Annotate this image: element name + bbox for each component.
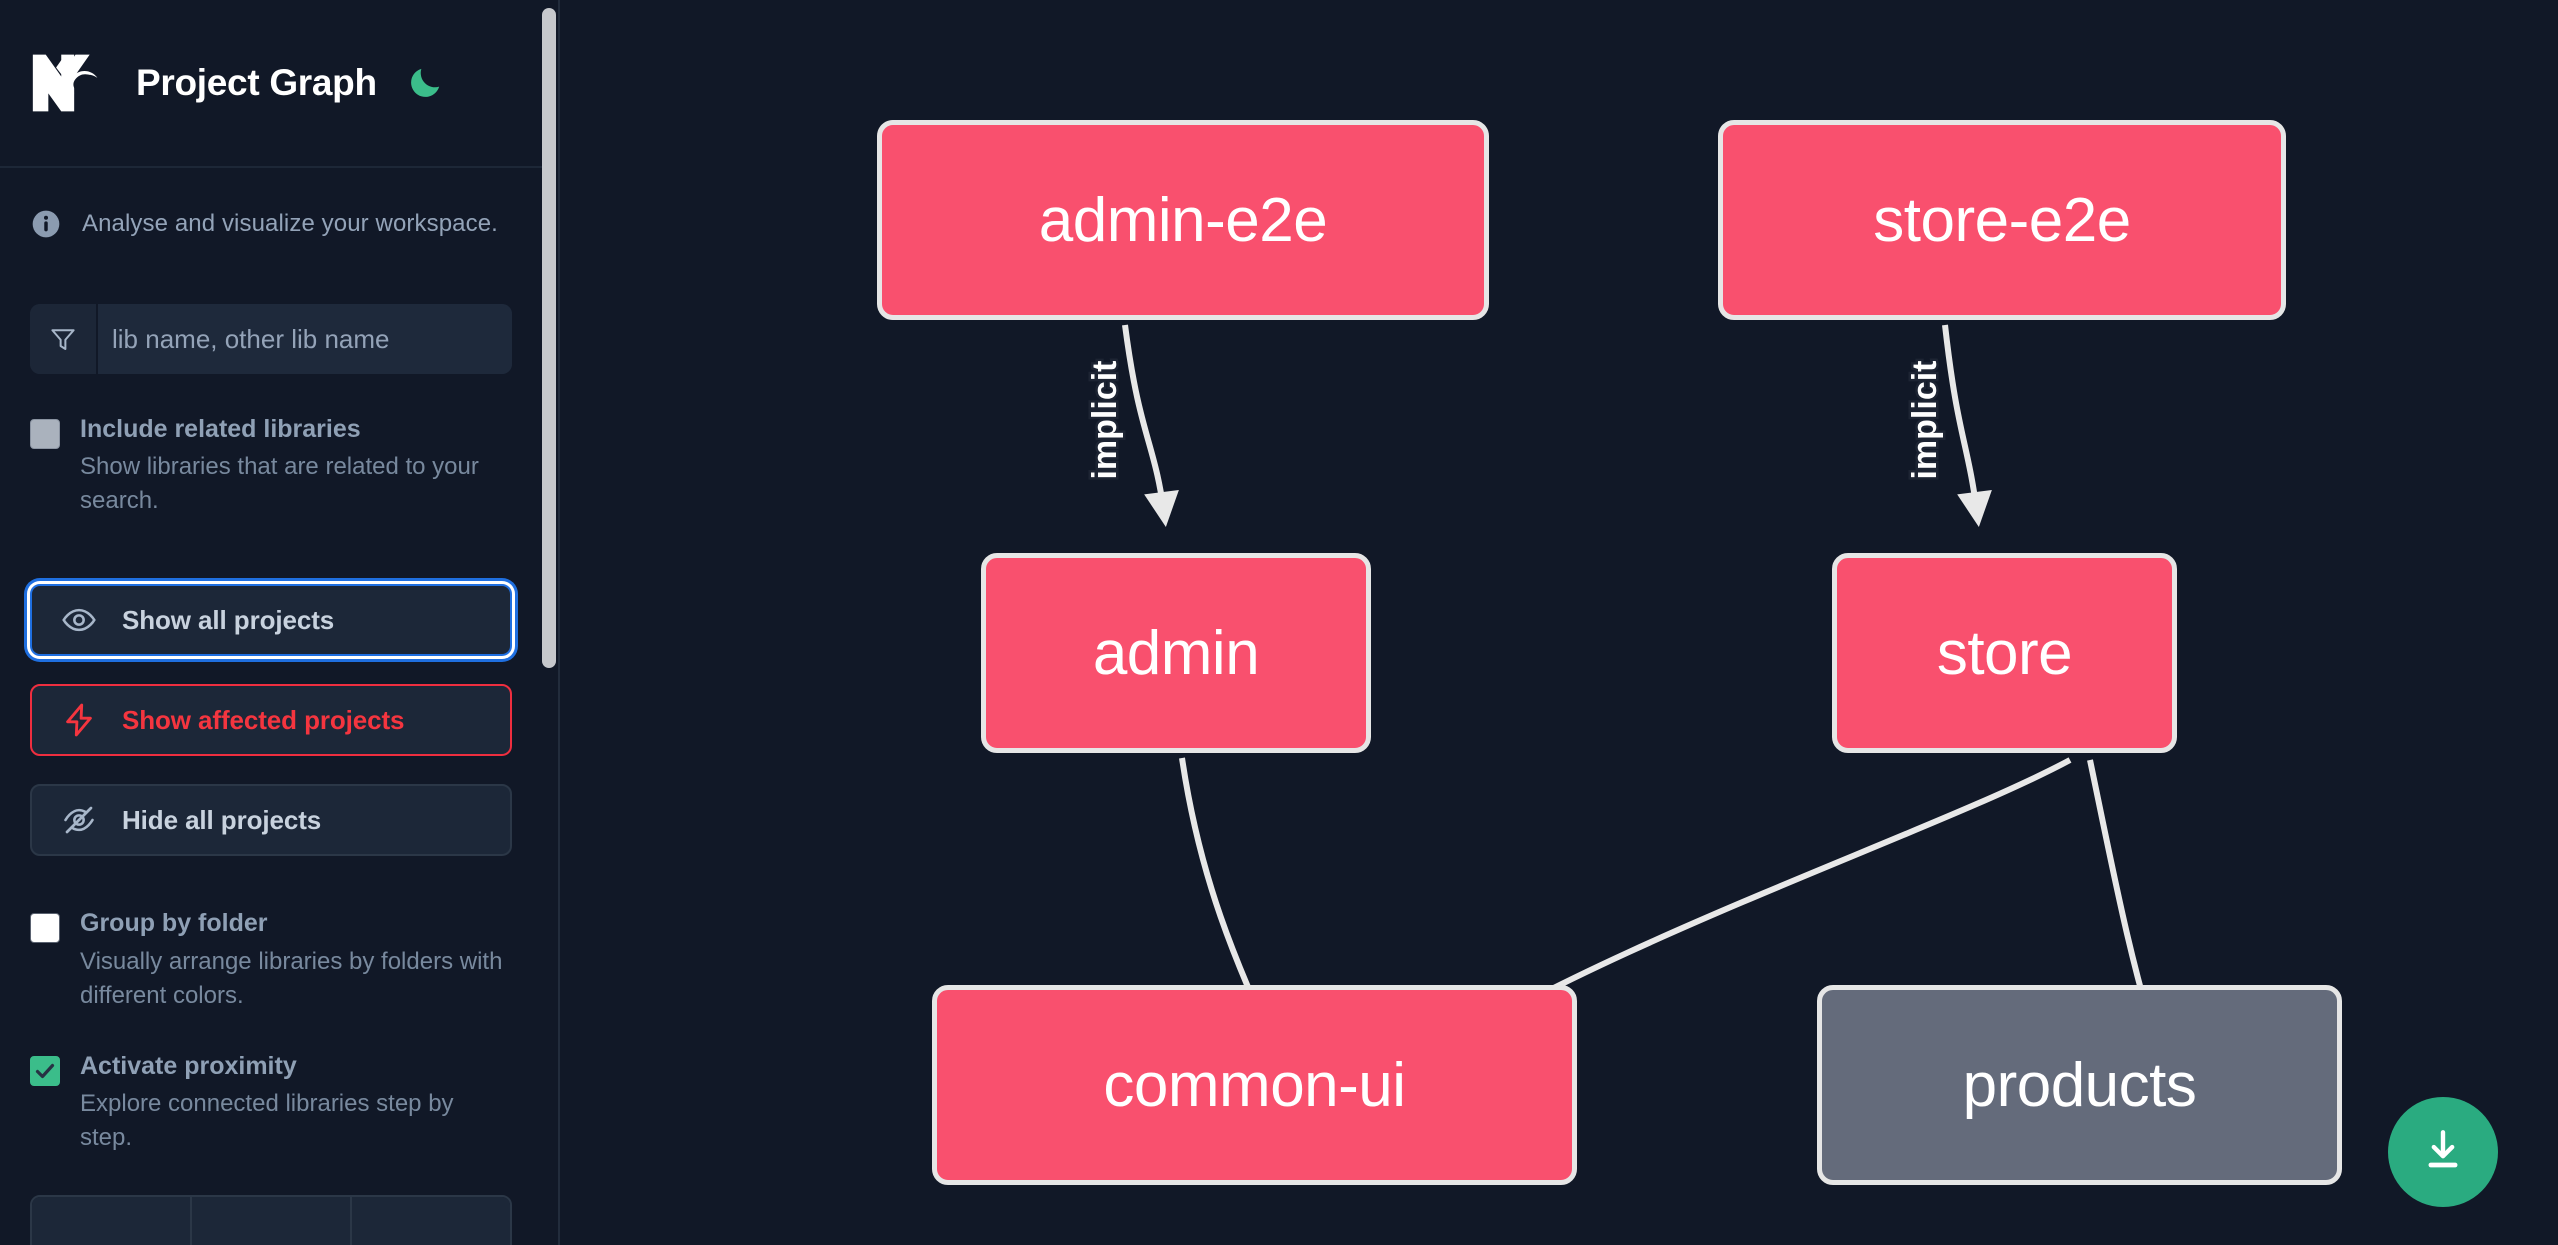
node-label: store [1936,618,2073,688]
show-all-projects-button[interactable]: Show all projects [30,584,512,657]
node-label: admin-e2e [1038,185,1328,255]
edge-admin-e2e-to-admin [1122,324,1179,527]
edge-store-e2e-to-store [1942,324,1992,527]
hide-all-projects-label: Hide all projects [122,804,322,835]
edge-label-implicit-store: implicit [1906,360,1944,479]
sidebar-header: Project Graph [0,0,542,168]
node-label: products [1962,1050,2197,1120]
info-icon [30,208,62,240]
visibility-button-group: Show all projects Show affected projects [0,584,542,857]
workspace-description: Analyse and visualize your workspace. [0,168,542,240]
sidebar-bottom-button-group[interactable] [30,1195,512,1245]
graph-node-admin[interactable]: admin [981,553,1371,753]
group-by-folder-checkbox[interactable] [30,913,60,944]
hide-all-projects-button[interactable]: Hide all projects [30,784,512,857]
moon-icon[interactable] [403,61,447,105]
filter-icon [30,304,98,374]
graph-node-common-ui[interactable]: common-ui [932,985,1577,1185]
bottom-group-segment[interactable] [192,1197,352,1245]
node-label: common-ui [1103,1050,1406,1120]
graph-node-admin-e2e[interactable]: admin-e2e [877,120,1489,320]
edge-label-implicit-admin: implicit [1086,360,1124,479]
search-field[interactable] [30,304,512,374]
sidebar: Project Graph Analyse and visualize your… [0,0,560,1245]
node-label: admin [1092,618,1260,688]
edge-labels: implicit implicit [1084,358,1947,482]
show-all-projects-label: Show all projects [122,604,335,635]
eye-icon [60,601,98,639]
bottom-group-segment[interactable] [352,1197,510,1245]
graph-node-store-e2e[interactable]: store-e2e [1718,120,2286,320]
download-icon [2418,1125,2468,1180]
download-image-button[interactable] [2388,1097,2498,1207]
sidebar-scrollbar[interactable] [542,8,556,668]
graph-node-store[interactable]: store [1832,553,2177,753]
option-text: Include related libraries Show libraries… [80,414,512,518]
search-input[interactable] [98,304,512,374]
option-label: Activate proximity [80,1051,297,1080]
include-related-libraries-checkbox[interactable] [30,419,60,449]
option-include-related-libraries[interactable]: Include related libraries Show libraries… [0,414,542,518]
option-label: Include related libraries [80,415,361,443]
sidebar-scroll-area: Project Graph Analyse and visualize your… [0,0,560,1245]
bottom-group-segment[interactable] [32,1197,192,1245]
workspace-description-text: Analyse and visualize your workspace. [82,210,498,237]
option-description: Explore connected libraries step by step… [80,1090,454,1152]
graph-canvas[interactable]: implicit implicit admin-e2e store-e2e ad… [560,0,2558,1245]
option-description: Show libraries that are related to your … [80,453,479,515]
show-affected-projects-label: Show affected projects [122,704,405,735]
graph-edges: implicit implicit [1084,324,2169,1064]
sidebar-divider [558,0,560,1245]
option-activate-proximity[interactable]: Activate proximity Explore connected lib… [0,1051,542,1155]
eye-off-icon [60,801,98,839]
option-text: Group by folder Visually arrange librari… [80,908,512,1012]
option-text: Activate proximity Explore connected lib… [80,1051,512,1155]
show-affected-projects-button[interactable]: Show affected projects [30,684,512,757]
option-group-by-folder[interactable]: Group by folder Visually arrange librari… [0,908,542,1012]
option-label: Group by folder [80,909,268,938]
activate-proximity-checkbox[interactable] [30,1055,60,1086]
option-description: Visually arrange libraries by folders wi… [80,947,503,1009]
graph-node-products[interactable]: products [1817,985,2342,1185]
lightning-bolt-icon [60,701,98,739]
nx-logo-icon [30,52,108,114]
page-title: Project Graph [136,62,377,103]
node-label: store-e2e [1873,185,2131,255]
